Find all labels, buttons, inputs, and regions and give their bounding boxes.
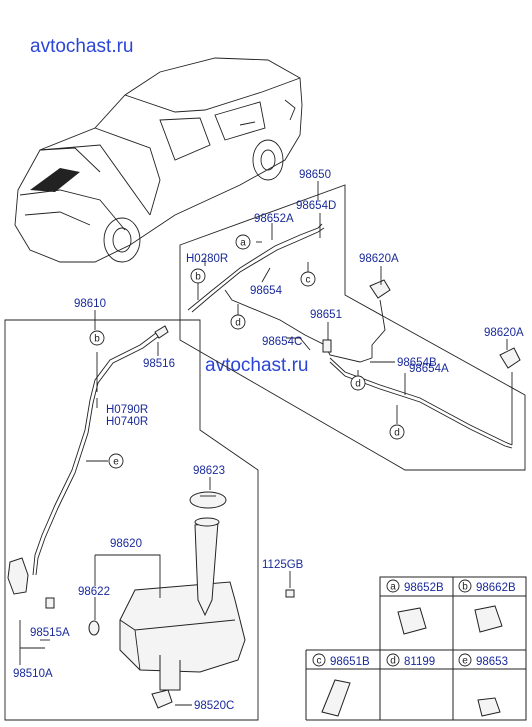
svg-text:b: b <box>94 334 100 345</box>
callouts: a b c d d d b e <box>89 234 405 469</box>
label-98650: 98650 <box>299 169 331 181</box>
legend-cell-d: d 81199 <box>386 653 435 668</box>
grommet-98622 <box>88 620 100 636</box>
callout-b-pump: b <box>89 330 105 346</box>
svg-text:b: b <box>195 272 201 283</box>
nozzle-98620A-left <box>369 279 391 299</box>
label-98651: 98651 <box>310 309 342 321</box>
svg-text:c: c <box>317 656 322 667</box>
part-labels: 98650 98654D 98652A H0280R 98654 98620A … <box>13 169 524 712</box>
svg-text:b: b <box>462 582 468 593</box>
hose-joint-98651 <box>322 339 332 353</box>
label-H0740R: H0740R <box>106 416 148 428</box>
label-98620A-right: 98620A <box>484 327 524 339</box>
label-98622: 98622 <box>78 586 110 598</box>
washer-nozzles <box>369 279 521 369</box>
label-98654A: 98654A <box>409 363 449 375</box>
svg-text:e: e <box>462 656 468 667</box>
callout-d-2: d <box>350 375 366 391</box>
clip-legend-table: a 98652B b 98662B c 98651B d 81199 e 986… <box>305 576 527 721</box>
reservoir-assembly-frame <box>4 319 259 721</box>
callout-e: e <box>108 453 124 469</box>
label-98620A-left: 98620A <box>359 253 399 265</box>
watermark-top: avtochast.ru <box>30 36 134 57</box>
callout-a: a <box>235 234 251 250</box>
legend-cell-b: b 98662B <box>458 579 516 633</box>
legend-cell-e: e 98653 <box>458 653 508 717</box>
callout-d-3: d <box>389 424 405 440</box>
svg-text:a: a <box>390 582 396 593</box>
svg-text:98662B: 98662B <box>476 582 516 594</box>
pump-grommet-98515A <box>45 597 55 609</box>
svg-text:e: e <box>113 457 119 468</box>
nozzle-98620A-right <box>499 347 521 369</box>
label-H0790R: H0790R <box>106 404 148 416</box>
label-98654: 98654 <box>250 285 283 297</box>
svg-text:98651B: 98651B <box>330 656 370 668</box>
filler-cap-98623 <box>189 491 227 509</box>
legend-cell-a: a 98652B <box>386 579 444 635</box>
callout-b-hood: b <box>190 268 206 284</box>
label-98620: 98620 <box>110 538 142 550</box>
legend-cell-c: c 98651B <box>312 653 370 717</box>
svg-text:98652B: 98652B <box>404 582 444 594</box>
washer-pump-98510A <box>7 557 29 595</box>
label-98515A: 98515A <box>30 627 70 639</box>
label-98652A: 98652A <box>254 213 294 225</box>
label-98654C: 98654C <box>262 336 302 348</box>
label-H0280R: H0280R <box>186 253 228 265</box>
watermark-middle: avtochast.ru <box>205 355 309 376</box>
label-98654D: 98654D <box>296 200 336 212</box>
nozzle-assembly-frame <box>179 184 526 471</box>
svg-text:a: a <box>240 238 246 249</box>
washer-reservoir <box>119 491 246 691</box>
svg-text:81199: 81199 <box>404 656 435 668</box>
svg-text:98653: 98653 <box>476 656 508 668</box>
bolt-1125GB <box>285 589 295 598</box>
callout-d-1: d <box>230 314 246 330</box>
label-98516: 98516 <box>143 358 175 370</box>
svg-text:d: d <box>394 428 400 439</box>
small-components <box>7 325 295 709</box>
label-98623: 98623 <box>193 465 225 477</box>
svg-text:d: d <box>390 656 396 667</box>
label-1125GB: 1125GB <box>262 559 304 571</box>
pump-hose <box>32 329 164 576</box>
label-98654B: 98654B <box>397 357 437 369</box>
svg-text:c: c <box>306 275 311 286</box>
leader-lines <box>19 181 508 706</box>
level-sensor-98520C <box>151 689 173 709</box>
callout-c: c <box>300 271 316 287</box>
label-98610: 98610 <box>74 298 106 310</box>
connector-98516 <box>154 325 169 339</box>
svg-text:d: d <box>355 379 361 390</box>
svg-text:d: d <box>235 318 241 329</box>
car-illustration <box>14 57 303 263</box>
label-98520C: 98520C <box>194 700 234 712</box>
label-98510A: 98510A <box>13 668 53 680</box>
hood-hoses <box>187 223 513 449</box>
